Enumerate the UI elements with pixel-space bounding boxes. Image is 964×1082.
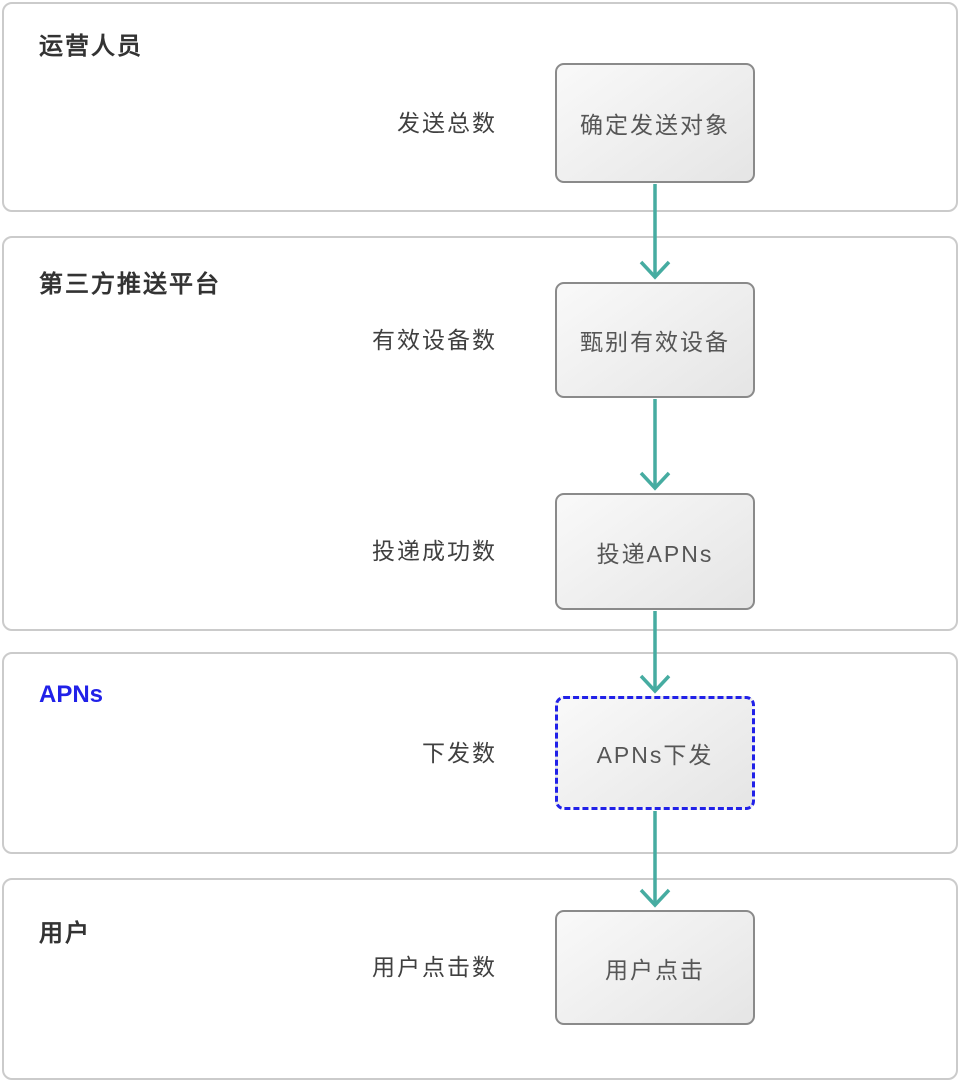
metric-label-valid-devices: 有效设备数 [372,327,497,353]
metric-label-send-total: 发送总数 [397,110,497,136]
lane-third-party-push-platform: 第三方推送平台 [2,236,958,631]
lane-apns: APNs [2,652,958,854]
node-screen-valid-devices: 甄别有效设备 [555,282,755,398]
node-user-click: 用户点击 [555,910,755,1025]
lane-user: 用户 [2,878,958,1080]
node-apns-push: APNs下发 [555,696,755,810]
metric-label-user-clicks: 用户点击数 [372,954,497,980]
lane-title-apns: APNs [39,681,104,708]
lane-title-operations: 运营人员 [39,33,143,60]
node-determine-send-target: 确定发送对象 [555,63,755,183]
lane-title-user: 用户 [39,920,91,947]
metric-label-delivery-success: 投递成功数 [372,538,497,564]
node-deliver-to-apns: 投递APNs [555,493,755,610]
lane-title-third-party-push-platform: 第三方推送平台 [39,271,221,298]
lane-operations: 运营人员 [2,2,958,212]
metric-label-pushed-count: 下发数 [422,740,497,766]
